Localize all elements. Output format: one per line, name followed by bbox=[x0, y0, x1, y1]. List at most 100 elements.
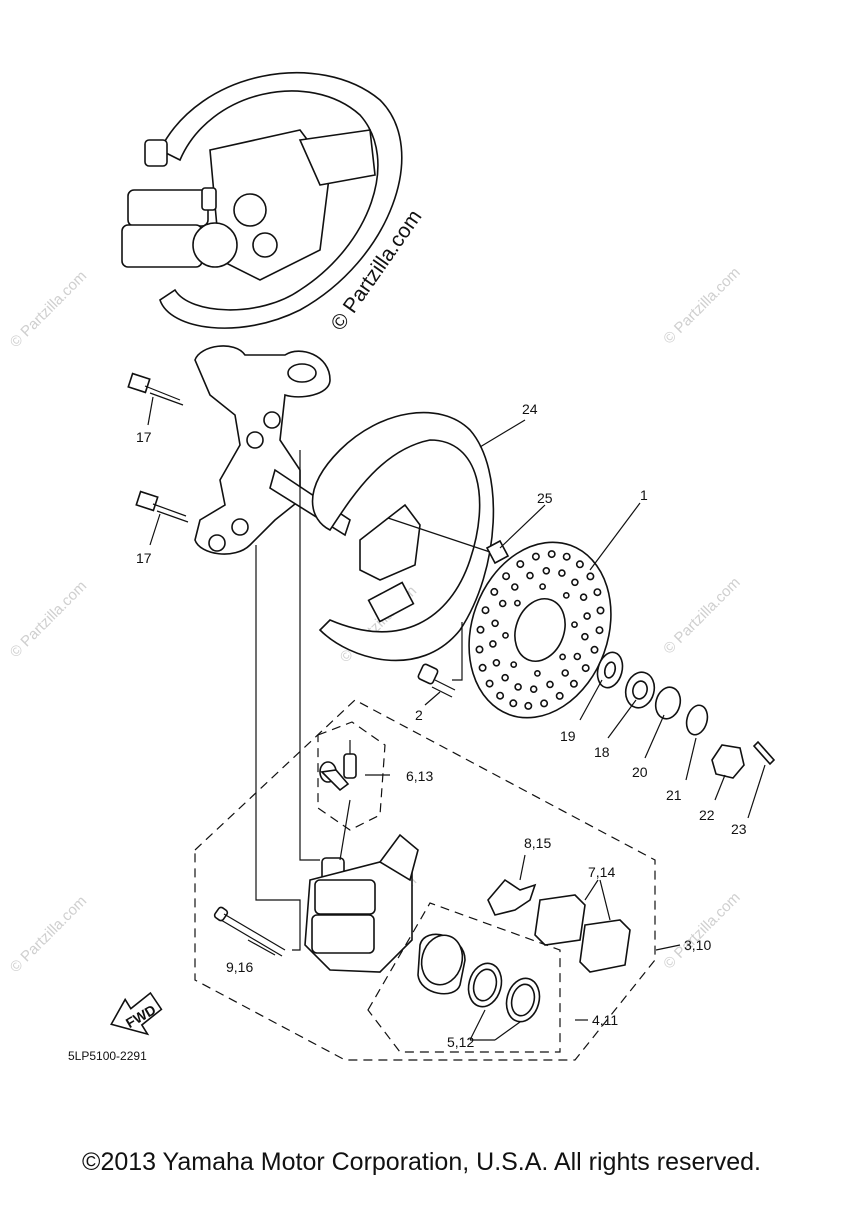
screw-25 bbox=[485, 539, 510, 565]
disc-hole bbox=[524, 701, 533, 710]
disc-hole bbox=[561, 669, 570, 677]
callout-19: 19 bbox=[560, 728, 576, 744]
disc-hole bbox=[575, 560, 584, 569]
assembled-hose-fitting bbox=[201, 187, 217, 211]
watermark-right-3: © Partzilla.com bbox=[660, 889, 743, 972]
dust-shield-slot bbox=[367, 581, 415, 623]
disc-hole bbox=[501, 673, 509, 682]
callout-25: 25 bbox=[537, 490, 553, 506]
assembled-caliper-lower bbox=[121, 224, 203, 268]
disc-hole bbox=[571, 578, 579, 587]
callout-labels: 1 2 3,10 4,11 5,12 6,13 7,14 8,15 9,16 1… bbox=[136, 401, 747, 1050]
assembled-bleeder bbox=[144, 139, 168, 167]
disc-hole bbox=[581, 632, 589, 641]
disc-hole bbox=[540, 699, 549, 708]
callout-20: 20 bbox=[632, 764, 648, 780]
disc-hole bbox=[516, 560, 525, 569]
disc-hole bbox=[475, 645, 484, 654]
disc-hole bbox=[531, 552, 540, 561]
disc-hole bbox=[571, 621, 578, 628]
disc-hole bbox=[496, 691, 505, 700]
watermarks: © Partzilla.com © Partzilla.com © Partzi… bbox=[7, 206, 744, 976]
hub-spacer-20 bbox=[654, 686, 682, 720]
disc-hole bbox=[593, 588, 602, 597]
disc-hole bbox=[476, 625, 485, 634]
callout-24: 24 bbox=[522, 401, 538, 417]
brake-pad-front bbox=[534, 894, 586, 946]
hub-collar-18 bbox=[624, 671, 656, 709]
callout-7-14: 7,14 bbox=[588, 864, 615, 880]
assembled-caliper-piston-housing bbox=[192, 222, 238, 268]
hub-washer-21 bbox=[685, 704, 709, 736]
disc-hole bbox=[586, 572, 595, 581]
caliper-bracket bbox=[378, 833, 419, 882]
watermark-right-1: © Partzilla.com bbox=[660, 264, 743, 347]
slide-pin-9-16 bbox=[213, 906, 286, 957]
pad-spring-8-15 bbox=[487, 878, 537, 916]
watermark-right-2: © Partzilla.com bbox=[660, 574, 743, 657]
knuckle-upper-boss bbox=[287, 363, 317, 383]
callout-6-13: 6,13 bbox=[406, 768, 433, 784]
hose-fitting-box bbox=[317, 721, 386, 831]
watermark-left-3: © Partzilla.com bbox=[7, 893, 90, 976]
brake-hose-fitting-6-13 bbox=[319, 740, 357, 792]
brake-pad-rear bbox=[579, 919, 631, 973]
disc-hole bbox=[590, 645, 599, 654]
disc-hole bbox=[509, 699, 518, 708]
disc-hole bbox=[510, 661, 518, 668]
callout-22: 22 bbox=[699, 807, 715, 823]
disc-hole bbox=[539, 583, 546, 590]
callout-18: 18 bbox=[594, 744, 610, 760]
disc-hole bbox=[502, 632, 509, 639]
dashed-group-boxes bbox=[194, 699, 656, 1061]
disc-hole bbox=[596, 606, 605, 615]
hub-washer-19 bbox=[596, 651, 624, 689]
callout-9-16: 9,16 bbox=[226, 959, 253, 975]
copyright-notice: ©2013 Yamaha Motor Corporation, U.S.A. A… bbox=[82, 1148, 761, 1176]
disc-hole bbox=[547, 550, 556, 559]
piston-seal-box bbox=[367, 902, 561, 1053]
callout-5-12: 5,12 bbox=[447, 1034, 474, 1050]
knuckle-bolt-hole-upper-1 bbox=[263, 411, 281, 429]
callout-1: 1 bbox=[640, 487, 648, 503]
callout-3-10: 3,10 bbox=[684, 937, 711, 953]
disc-hub-bore bbox=[514, 598, 566, 662]
disc-hole bbox=[478, 663, 487, 672]
cotter-pin-23 bbox=[752, 740, 776, 766]
watermark-left-2: © Partzilla.com bbox=[7, 578, 90, 661]
disc-hole bbox=[583, 612, 591, 620]
disc-hole bbox=[581, 664, 590, 673]
disc-hole bbox=[498, 599, 507, 608]
dust-shield-24 bbox=[311, 411, 495, 662]
callout-8-15: 8,15 bbox=[524, 835, 551, 851]
caliper-upper-block bbox=[314, 879, 376, 915]
disc-hole bbox=[595, 626, 604, 635]
disc-hole bbox=[514, 683, 522, 691]
assembled-knuckle-arm bbox=[298, 129, 376, 186]
watermark-left-1: © Partzilla.com bbox=[7, 268, 90, 351]
disc-hole bbox=[510, 583, 519, 591]
assembled-dust-shield bbox=[158, 72, 403, 329]
knuckle-bolt-hole-upper-2 bbox=[246, 431, 264, 449]
disc-hole bbox=[558, 569, 566, 577]
callout-2: 2 bbox=[415, 707, 423, 723]
disc-hole bbox=[481, 606, 490, 615]
disc-hole bbox=[490, 587, 499, 596]
disc-hole bbox=[526, 571, 534, 580]
disc-hole bbox=[562, 552, 571, 561]
disc-hole bbox=[489, 640, 497, 648]
callout-21: 21 bbox=[666, 787, 682, 803]
disc-hole bbox=[502, 572, 511, 581]
castle-nut-22 bbox=[711, 744, 745, 779]
disc-hole bbox=[542, 566, 551, 575]
bolt-17-lower bbox=[135, 490, 189, 523]
disc-hole bbox=[529, 685, 538, 694]
knuckle-bolt-hole-lower-1 bbox=[231, 518, 249, 536]
disc-bolt-2 bbox=[417, 663, 456, 698]
caliper-lower-block bbox=[311, 914, 375, 954]
bolt-17-upper bbox=[127, 372, 184, 406]
assembled-hub-bore bbox=[252, 232, 278, 258]
brake-pads-7-14 bbox=[534, 894, 631, 973]
assembled-brake-view bbox=[121, 72, 403, 329]
